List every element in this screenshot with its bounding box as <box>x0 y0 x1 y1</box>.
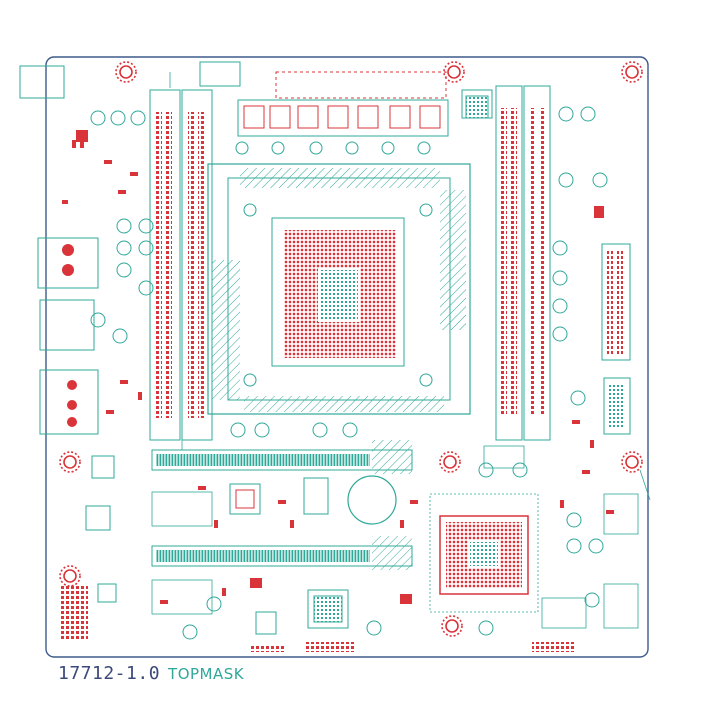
dimm-slots-left <box>149 89 213 441</box>
smd-components <box>62 130 614 604</box>
pcie-slots <box>151 440 413 570</box>
dimm-slots-right <box>495 85 551 441</box>
mounting-holes <box>59 61 643 637</box>
board-caption: 17712-1.0 TOPMASK <box>58 663 244 687</box>
board-part-number: 17712-1.0 <box>58 663 161 684</box>
board-outline <box>45 56 649 658</box>
silkscreen-traces <box>151 72 651 629</box>
capacitors <box>90 106 608 640</box>
cpu-socket <box>207 163 471 415</box>
atx-power-connector <box>601 243 631 435</box>
front-panel-headers <box>60 584 576 652</box>
chipset-bga <box>429 493 539 613</box>
misc-chips <box>85 95 489 635</box>
layer-name: TOPMASK <box>168 665 245 683</box>
rear-io-connectors <box>19 65 99 435</box>
cmos-battery <box>347 475 397 525</box>
